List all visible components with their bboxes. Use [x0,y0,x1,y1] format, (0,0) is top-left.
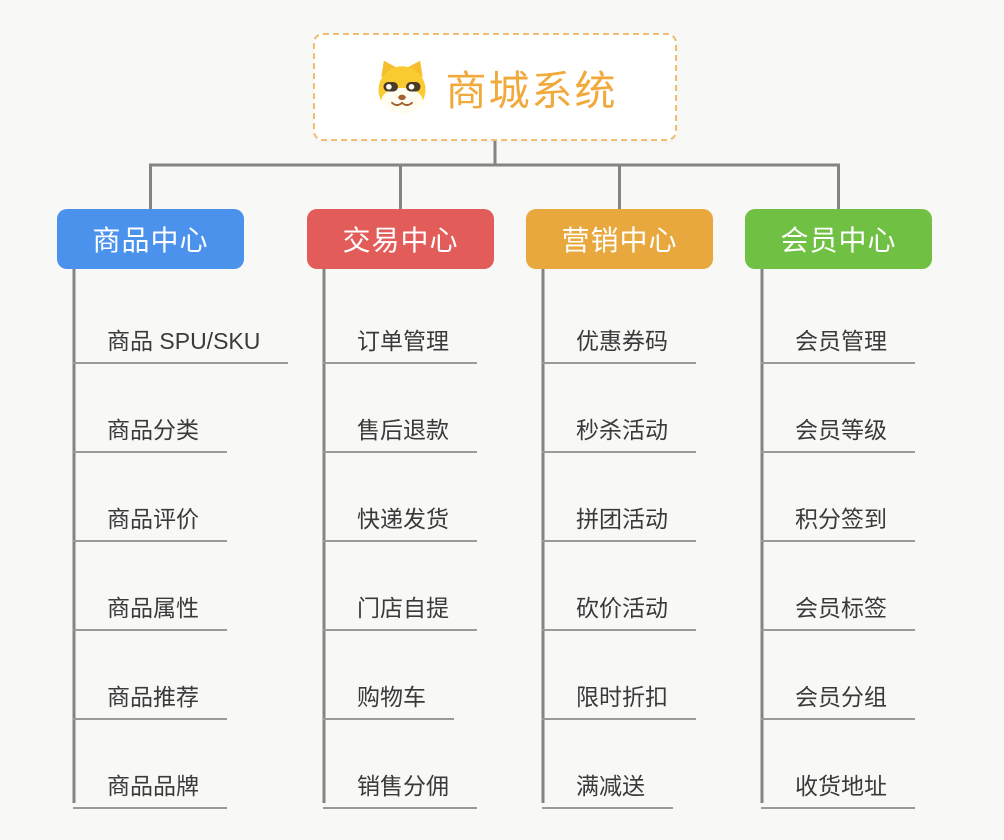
sub-topic[interactable]: 购物车 [323,668,454,720]
root-title: 商城系统 [445,68,618,114]
sub-topic[interactable]: 商品评价 [73,490,227,542]
sub-topic[interactable]: 快递发货 [323,490,477,542]
sub-topic[interactable]: 会员分组 [761,668,915,720]
sub-topic[interactable]: 会员标签 [761,579,915,631]
sub-topic[interactable]: 砍价活动 [542,579,696,631]
branch-node[interactable]: 营销中心 [526,209,713,269]
sub-topic[interactable]: 商品推荐 [73,668,227,720]
branch-label: 交易中心 [342,225,459,256]
sub-topic[interactable]: 商品 SPU/SKU [73,312,289,364]
sub-topic[interactable]: 秒杀活动 [542,401,696,453]
sub-topic[interactable]: 积分签到 [761,490,915,542]
sub-topic[interactable]: 优惠券码 [542,312,696,364]
sub-topic[interactable]: 满减送 [542,757,673,809]
branch-label: 会员中心 [780,225,897,256]
branch-label: 营销中心 [561,225,678,256]
sub-topic[interactable]: 拼团活动 [542,490,696,542]
sub-topic[interactable]: 门店自提 [323,579,477,631]
sub-topic[interactable]: 销售分佣 [323,757,477,809]
sub-topic[interactable]: 会员等级 [761,401,915,453]
sub-topic[interactable]: 收货地址 [761,757,915,809]
root-node[interactable]: 商城系统 [313,33,677,141]
branch-node[interactable]: 交易中心 [307,209,494,269]
branch-node[interactable]: 商品中心 [57,209,244,269]
sub-topic[interactable]: 限时折扣 [542,668,696,720]
branch-node[interactable]: 会员中心 [745,209,932,269]
sub-topic[interactable]: 商品品牌 [73,757,227,809]
sub-topic[interactable]: 售后退款 [323,401,477,453]
sub-topic[interactable]: 会员管理 [761,312,915,364]
sub-topic[interactable]: 商品分类 [73,401,227,453]
sub-topic[interactable]: 商品属性 [73,579,227,631]
sub-topic[interactable]: 订单管理 [323,312,477,364]
branch-label: 商品中心 [92,225,209,256]
doge-icon [378,60,425,114]
